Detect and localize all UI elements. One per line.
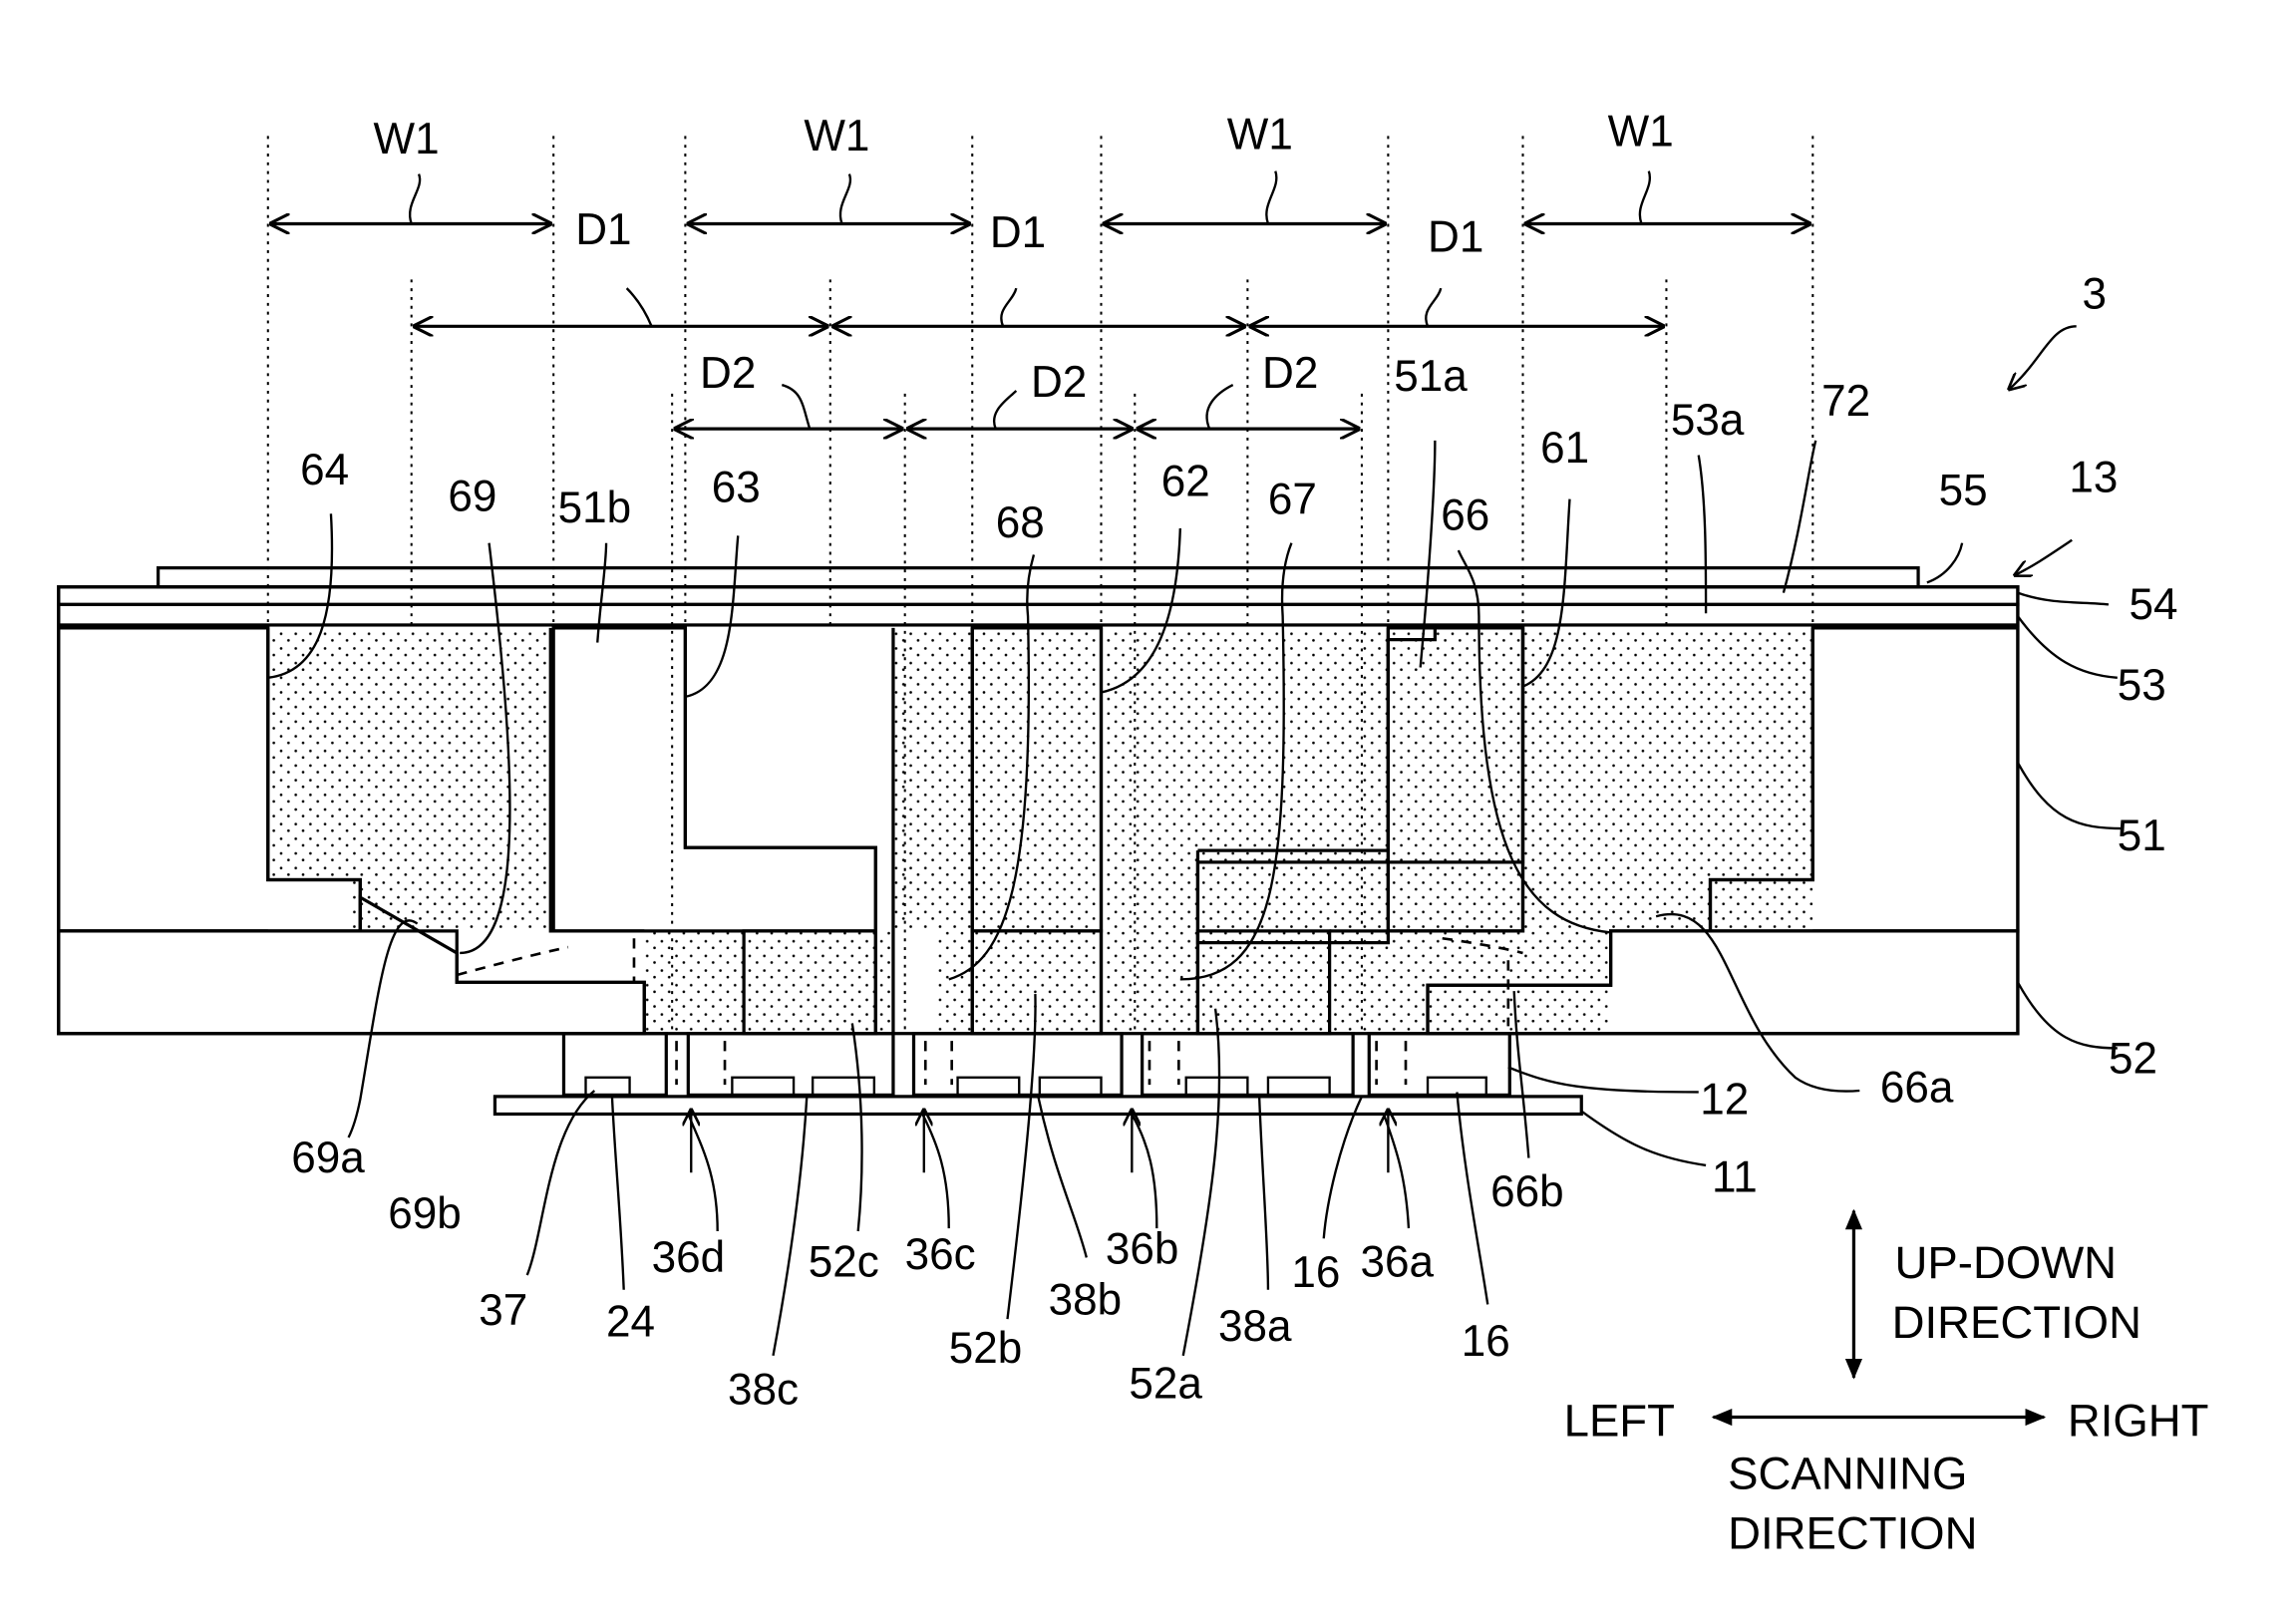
label-d2-1: D2 xyxy=(700,349,756,398)
label-d1-3: D1 xyxy=(1428,212,1483,261)
label-36c: 36c xyxy=(905,1230,976,1279)
label-d2-3: D2 xyxy=(1262,349,1318,398)
nozzle-arrows xyxy=(691,1110,1388,1172)
label-16-lower: 16 xyxy=(1462,1317,1510,1366)
label-37: 37 xyxy=(479,1286,527,1335)
up-down-label-line1: UP-DOWN xyxy=(1895,1237,2118,1288)
direction-legend: UP-DOWN DIRECTION LEFT RIGHT SCANNING DI… xyxy=(1564,1210,2209,1558)
label-w1-4: W1 xyxy=(1608,108,1674,157)
label-11: 11 xyxy=(1712,1152,1758,1201)
label-13: 13 xyxy=(2069,453,2118,501)
label-w1-1: W1 xyxy=(374,115,440,163)
label-16-upper: 16 xyxy=(1291,1248,1340,1297)
label-12: 12 xyxy=(1700,1076,1749,1125)
label-66: 66 xyxy=(1441,490,1489,539)
film-55 xyxy=(159,568,1918,587)
label-55: 55 xyxy=(1939,467,1988,515)
label-52a: 52a xyxy=(1129,1359,1202,1408)
plate-stack xyxy=(59,568,2018,1034)
label-w1-2: W1 xyxy=(804,112,869,161)
right-label: RIGHT xyxy=(2068,1396,2209,1447)
label-36a: 36a xyxy=(1360,1238,1434,1287)
label-52c: 52c xyxy=(809,1238,879,1287)
ink-chambers xyxy=(268,628,1813,1034)
label-68: 68 xyxy=(996,498,1045,547)
label-66b: 66b xyxy=(1490,1167,1564,1216)
label-d2-2: D2 xyxy=(1031,358,1087,407)
label-24: 24 xyxy=(606,1298,655,1347)
label-38a: 38a xyxy=(1218,1302,1292,1351)
label-d1-1: D1 xyxy=(575,205,631,254)
label-d1-2: D1 xyxy=(990,208,1046,257)
label-52b: 52b xyxy=(949,1324,1023,1373)
plates-53-54 xyxy=(59,587,2018,625)
up-down-label-line2: DIRECTION xyxy=(1892,1297,2141,1348)
label-62: 62 xyxy=(1161,458,1210,506)
label-69: 69 xyxy=(448,472,496,520)
label-54: 54 xyxy=(2130,580,2178,629)
label-51: 51 xyxy=(2118,811,2166,860)
label-51a: 51a xyxy=(1394,352,1468,401)
label-36b: 36b xyxy=(1106,1224,1179,1273)
label-61: 61 xyxy=(1540,424,1589,473)
left-label: LEFT xyxy=(1564,1396,1675,1447)
label-53a: 53a xyxy=(1671,396,1745,445)
label-3: 3 xyxy=(2083,270,2108,319)
label-64: 64 xyxy=(300,446,349,494)
layer-12 xyxy=(563,1034,1509,1096)
pointer-arrows xyxy=(2009,326,2077,575)
scanning-label-line1: SCANNING xyxy=(1728,1449,1967,1499)
label-69a: 69a xyxy=(291,1133,365,1182)
label-38c: 38c xyxy=(728,1365,799,1414)
label-w1-3: W1 xyxy=(1227,111,1293,160)
label-69b: 69b xyxy=(388,1189,461,1238)
label-66a: 66a xyxy=(1880,1064,1954,1113)
scanning-label-line2: DIRECTION xyxy=(1728,1508,1977,1559)
dimension-labels: W1 W1 W1 W1 D1 D1 D1 D2 D2 D2 xyxy=(374,108,1674,407)
label-63: 63 xyxy=(712,464,761,512)
label-36d: 36d xyxy=(652,1233,726,1282)
label-67: 67 xyxy=(1268,475,1317,523)
label-72: 72 xyxy=(1821,377,1870,426)
label-38b: 38b xyxy=(1049,1276,1123,1325)
label-51b: 51b xyxy=(558,484,632,532)
label-53: 53 xyxy=(2118,661,2166,710)
label-52: 52 xyxy=(2109,1034,2157,1083)
